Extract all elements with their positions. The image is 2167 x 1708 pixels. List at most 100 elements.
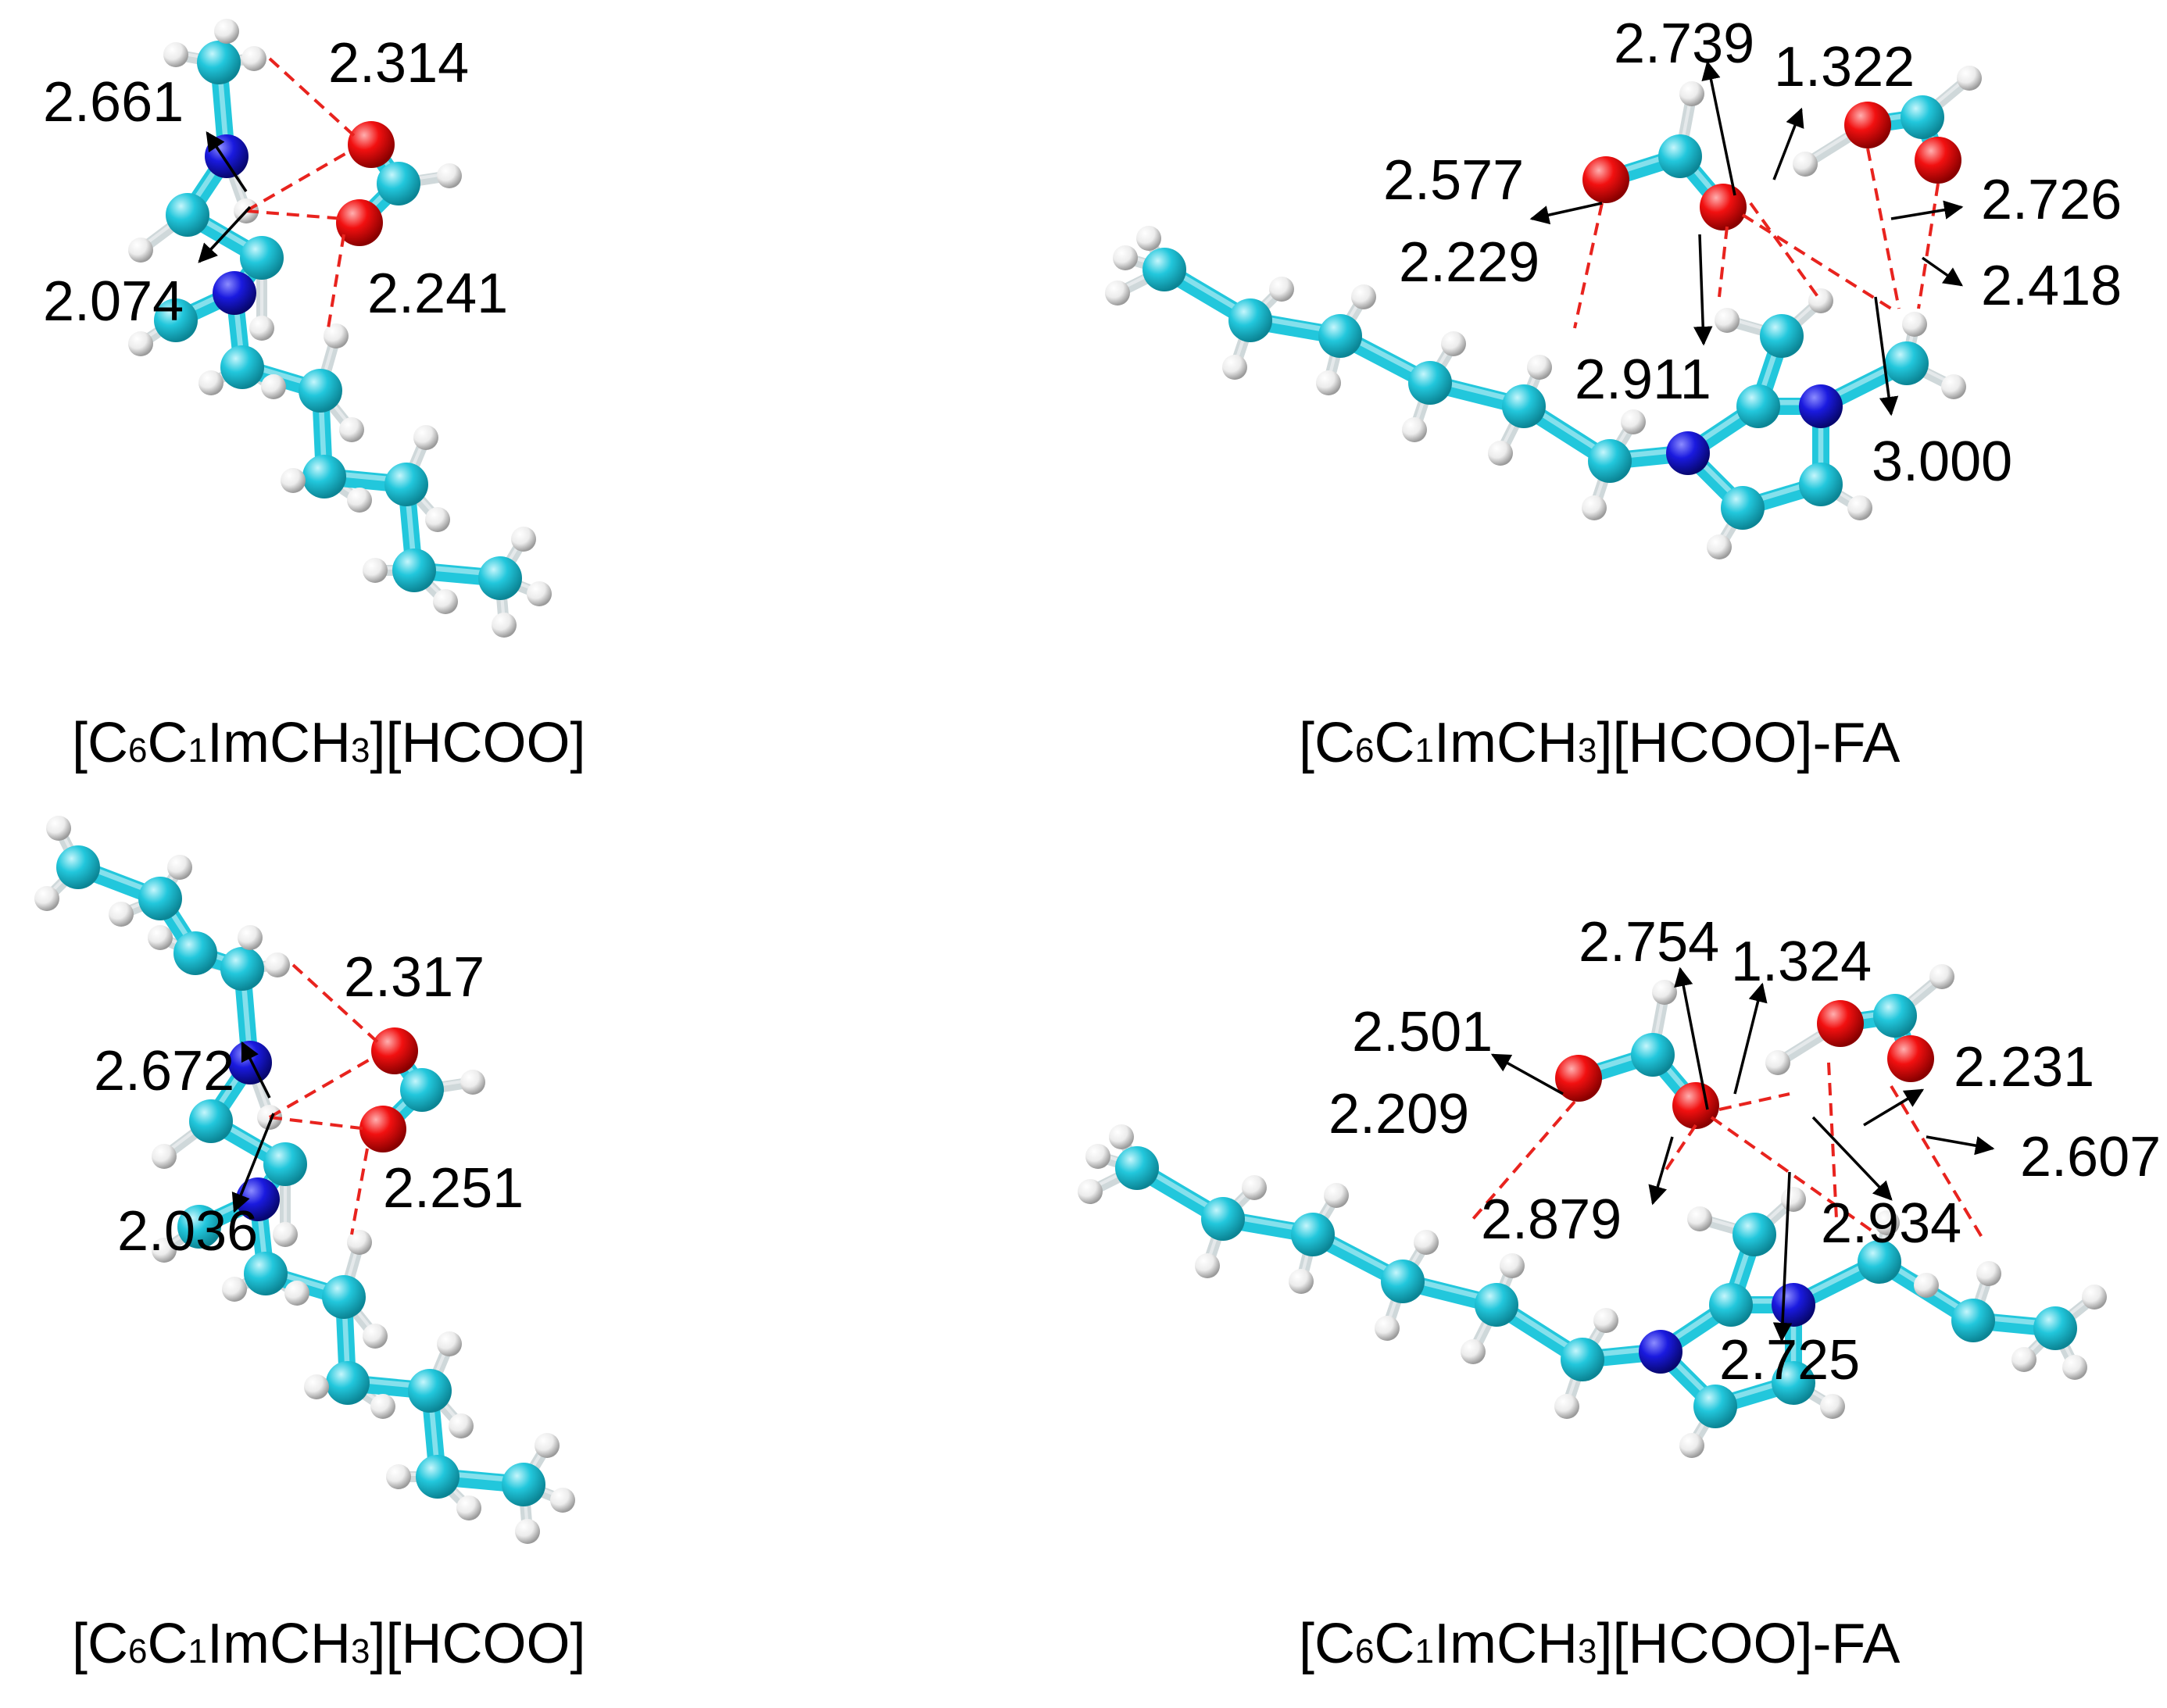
caption-c: [C6C1ImCH3][HCOO]: [72, 1613, 585, 1675]
hydrogen-atom: [1105, 280, 1130, 306]
carbon-atom: [1693, 1385, 1737, 1428]
hydrogen-atom: [1621, 409, 1646, 434]
carbon-atom: [166, 193, 209, 237]
nitrogen-atom: [1666, 431, 1710, 475]
hydrogen-atom: [128, 238, 153, 263]
hydrogen-atom: [1242, 1175, 1267, 1200]
oxygen-atom: [359, 1106, 406, 1152]
label-arrow: [1490, 1053, 1564, 1095]
hydrogen-bond-line: [1718, 226, 1729, 298]
label-arrow: [1811, 1116, 1893, 1201]
caption-a: [C6C1ImCH3][HCOO]: [72, 712, 585, 774]
distance-label: 2.661: [43, 71, 184, 134]
hydrogen-atom: [1527, 355, 1552, 380]
hydrogen-atom: [363, 558, 388, 583]
hydrogen-atom: [128, 331, 153, 356]
carbon-atom: [1760, 314, 1804, 358]
hydrogen-bond-line: [1917, 183, 1940, 309]
hydrogen-atom: [1976, 1261, 2001, 1286]
hydrogen-bond-line: [269, 1116, 368, 1131]
hydrogen-atom: [1793, 152, 1818, 177]
hydrogen-atom: [370, 1394, 395, 1419]
oxygen-atom: [1817, 1000, 1864, 1047]
carbon-atom: [1733, 1213, 1776, 1256]
distance-label: 2.074: [43, 270, 184, 333]
hydrogen-atom: [1847, 495, 1872, 520]
hydrogen-atom: [1957, 66, 1982, 91]
label-arrow: [1529, 202, 1603, 225]
distance-label: 2.879: [1481, 1188, 1622, 1251]
oxygen-atom: [1915, 137, 1961, 184]
oxygen-atom: [1887, 1035, 1934, 1082]
hydrogen-bond-line: [327, 234, 345, 329]
hydrogen-bond-line: [1718, 1092, 1790, 1111]
nitrogen-atom: [213, 271, 256, 315]
distance-label: 2.739: [1614, 13, 1754, 75]
hydrogen-atom: [1316, 370, 1341, 395]
hydrogen-bond-line: [1471, 1100, 1576, 1220]
hydrogen-bond-line: [1749, 202, 1822, 302]
nitrogen-atom: [1639, 1330, 1682, 1374]
hydrogen-atom: [492, 613, 517, 638]
hydrogen-atom: [2011, 1347, 2036, 1372]
label-arrow: [1772, 107, 1804, 180]
hydrogen-atom: [1554, 1394, 1579, 1419]
carbon-atom: [1588, 439, 1632, 483]
carbon-atom: [326, 1361, 370, 1405]
oxygen-atom: [1582, 156, 1629, 203]
hydrogen-atom: [1195, 1253, 1220, 1278]
hydrogen-atom: [515, 1519, 540, 1544]
distance-label: 2.418: [1981, 255, 2122, 317]
hydrogen-atom: [249, 316, 274, 341]
hydrogen-bond-line: [1827, 1062, 1838, 1220]
carbon-atom: [220, 947, 264, 991]
hydrogen-atom: [347, 1230, 372, 1255]
hydrogen-atom: [437, 1331, 462, 1356]
distance-label: 2.726: [1981, 169, 2122, 231]
label-arrow: [1921, 256, 1964, 287]
hydrogen-atom: [1765, 1050, 1790, 1075]
carbon-atom: [1291, 1213, 1335, 1256]
distance-label: 2.209: [1328, 1083, 1469, 1145]
hydrogen-atom: [1078, 1179, 1103, 1204]
hydrogen-atom: [1324, 1183, 1349, 1208]
hydrogen-atom: [1652, 980, 1677, 1005]
carbon-atom: [244, 1252, 288, 1295]
carbon-atom: [1201, 1197, 1245, 1241]
hydrogen-atom: [1941, 374, 1966, 399]
hydrogen-atom: [284, 1281, 309, 1306]
carbon-atom: [1736, 384, 1780, 428]
hydrogen-atom: [550, 1488, 575, 1513]
label-arrow: [198, 205, 252, 263]
distance-label: 2.911: [1575, 348, 1711, 411]
distance-label: 2.754: [1579, 911, 1719, 974]
label-arrow: [1863, 1088, 1925, 1127]
distance-label: 1.324: [1731, 931, 1872, 993]
hydrogen-atom: [148, 925, 173, 950]
hydrogen-atom: [1375, 1316, 1400, 1341]
hydrogen-atom: [324, 323, 349, 348]
hydrogen-atom: [1582, 495, 1607, 520]
hydrogen-atom: [241, 46, 266, 71]
hydrogen-atom: [1441, 331, 1466, 356]
carbon-atom: [1873, 994, 1917, 1038]
distance-label: 2.231: [1954, 1036, 2094, 1099]
hydrogen-atom: [109, 902, 134, 927]
carbon-atom: [1709, 1283, 1753, 1327]
carbon-atom: [400, 1068, 444, 1112]
carbon-atom: [302, 455, 346, 498]
distance-label: 2.577: [1383, 149, 1524, 212]
hydrogen-atom: [1289, 1269, 1314, 1294]
carbon-atom: [1631, 1033, 1675, 1077]
carbon-atom: [502, 1463, 545, 1506]
distance-label: 2.229: [1399, 231, 1539, 294]
distance-label: 2.934: [1821, 1192, 1961, 1255]
carbon-atom: [408, 1369, 452, 1413]
nitrogen-atom: [1772, 1283, 1815, 1327]
label-arrow: [1772, 1171, 1793, 1342]
hydrogen-bond-line: [269, 1057, 372, 1119]
carbon-atom: [177, 1205, 221, 1249]
hydrogen-atom: [1679, 1433, 1704, 1458]
